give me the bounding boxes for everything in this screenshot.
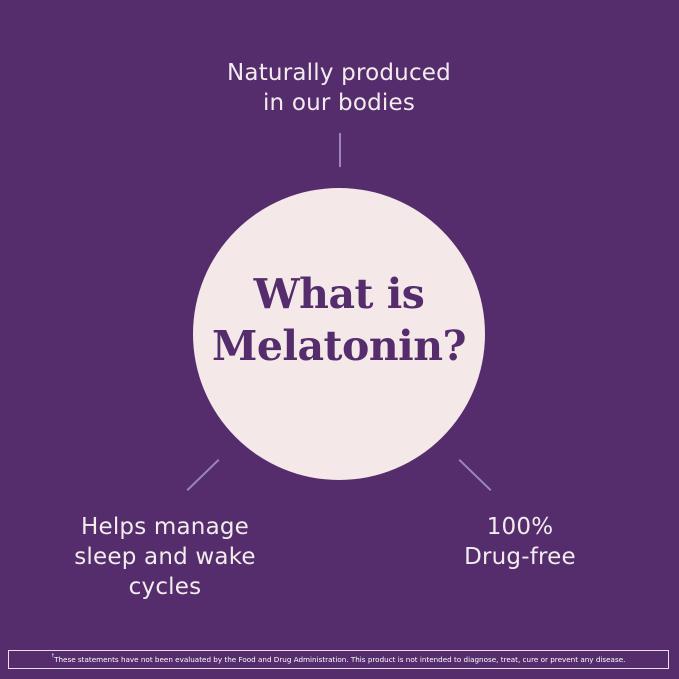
caption-line: Drug-free: [464, 544, 576, 570]
caption-naturally-produced: Naturally produced in our bodies: [189, 58, 489, 118]
caption-line: sleep and wake: [74, 544, 256, 570]
center-circle: [193, 188, 485, 480]
center-title-line: What is: [253, 270, 425, 318]
center-title: What is Melatonin?: [193, 268, 485, 372]
caption-line: Naturally produced: [227, 60, 451, 86]
fda-disclaimer: †These statements have not been evaluate…: [8, 650, 669, 669]
center-title-line: Melatonin?: [211, 322, 467, 370]
connector-line-top: [339, 133, 341, 167]
disclaimer-text: These statements have not been evaluated…: [54, 655, 626, 664]
caption-line: Helps manage: [80, 514, 250, 540]
caption-line: cycles: [128, 574, 202, 600]
disclaimer-marker: †: [51, 653, 55, 659]
caption-line: 100%: [486, 514, 554, 540]
caption-line: in our bodies: [262, 90, 416, 116]
connector-line-right: [458, 458, 492, 492]
caption-helps-manage-sleep: Helps manage sleep and wake cycles: [35, 512, 295, 602]
caption-drug-free: 100% Drug-free: [430, 512, 610, 572]
connector-line-left: [186, 458, 220, 492]
